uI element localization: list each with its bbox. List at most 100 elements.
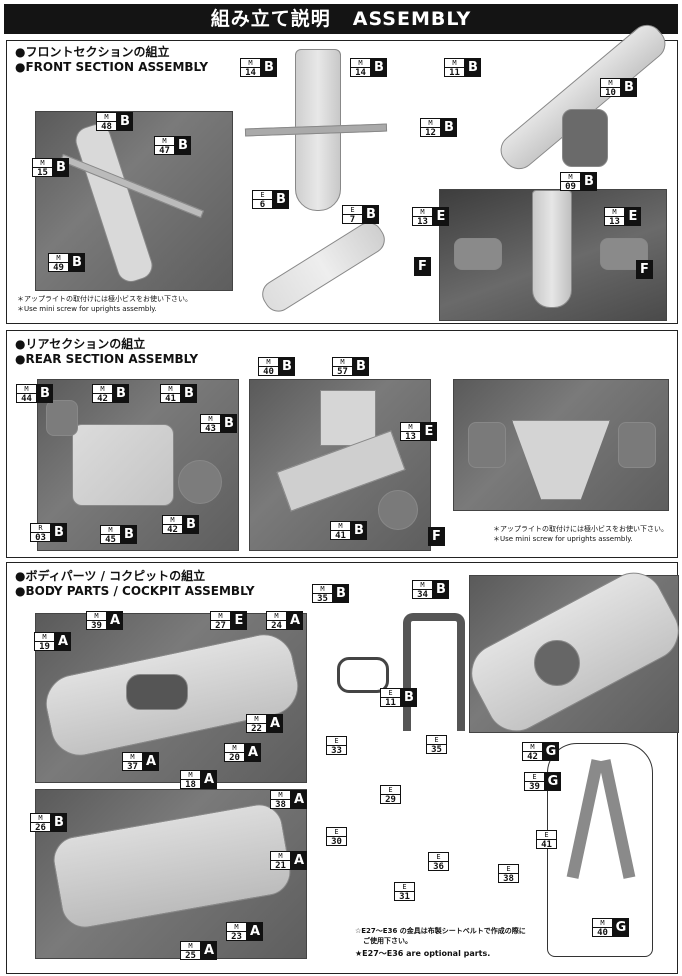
part-label-f: F [414,257,431,276]
part-code-tree: M [445,59,464,68]
part-code-tree: M [181,942,200,951]
part-tree-letter: A [107,611,123,630]
part-tree-letter: A [55,632,71,651]
part-code-number: 13 [405,432,416,442]
part-tree-letter: B [261,58,277,77]
part-tree-letter: A [287,611,303,630]
part-code-number: 39 [529,782,540,792]
body-note-jp2: ご使用下さい。 [363,937,412,945]
part-code-number: 49 [53,263,64,273]
part-code-tree: M [161,385,180,394]
part-tree-letter: B [53,158,69,177]
part-code-number: 33 [331,746,342,756]
part-code-number: 18 [185,780,196,790]
rear-note-jp: ＊アップライトの取付けには極小ビスをお使い下さい。 [493,525,668,533]
part-code-number: 13 [417,217,428,227]
part-code-number: 41 [335,531,346,541]
part-tree-letter: B [69,253,85,272]
part-tree-letter: A [143,752,159,771]
part-code-tree: M [333,358,352,367]
part-code-tree: M [413,208,432,217]
part-tree-letter: A [291,790,307,809]
part-code-tree: E [499,865,518,874]
part-tree-letter: E [433,207,449,226]
cockpit-opening [126,674,188,710]
part-code-number: 30 [331,837,342,847]
part-code-number: 43 [205,424,216,434]
part-code-tree: M [49,254,68,263]
part-label-f: F [428,527,445,546]
gearbox-part [72,424,174,506]
part-code-tree: M [259,358,278,367]
banner-title-en: ASSEMBLY [352,8,472,30]
nose-front-view [532,190,572,308]
part-code-tree: M [561,173,580,182]
part-code-tree: M [225,744,244,753]
part-code-number: 24 [271,621,282,631]
part-code-number: 40 [597,928,608,938]
part-code-number: 41 [541,840,552,850]
rear-title-en: ●REAR SECTION ASSEMBLY [15,352,199,366]
part-code-number: 09 [565,182,576,192]
part-code-tree: M [31,814,50,823]
part-code-number: 35 [317,594,328,604]
part-code-number: 14 [355,68,366,78]
part-code-tree: M [401,423,420,432]
part-tree-letter: G [543,742,559,761]
part-tree-letter: B [175,136,191,155]
part-tree-letter: E [231,611,247,630]
part-code-tree: E [327,737,346,746]
part-tree-letter: G [545,772,561,791]
part-tree-letter: B [273,190,289,209]
part-tree-letter: B [363,205,379,224]
body-section: ●ボディパーツ / コクピットの組立 ●BODY PARTS / COCKPIT… [6,562,682,974]
part-code-tree: E [395,883,414,892]
steering-closeup [534,640,580,686]
part-code-number: 35 [431,745,442,755]
rear-note-en: ＊Use mini screw for uprights assembly. [493,535,633,543]
part-tree-letter: B [353,357,369,376]
part-code-number: 25 [185,951,196,961]
part-tree-letter: B [117,112,133,131]
part-code-tree: M [313,585,332,594]
rear-diffuser-part [512,420,610,500]
part-tree-letter: A [267,714,283,733]
front-photo-4 [439,189,667,321]
part-tree-letter: B [51,523,67,542]
